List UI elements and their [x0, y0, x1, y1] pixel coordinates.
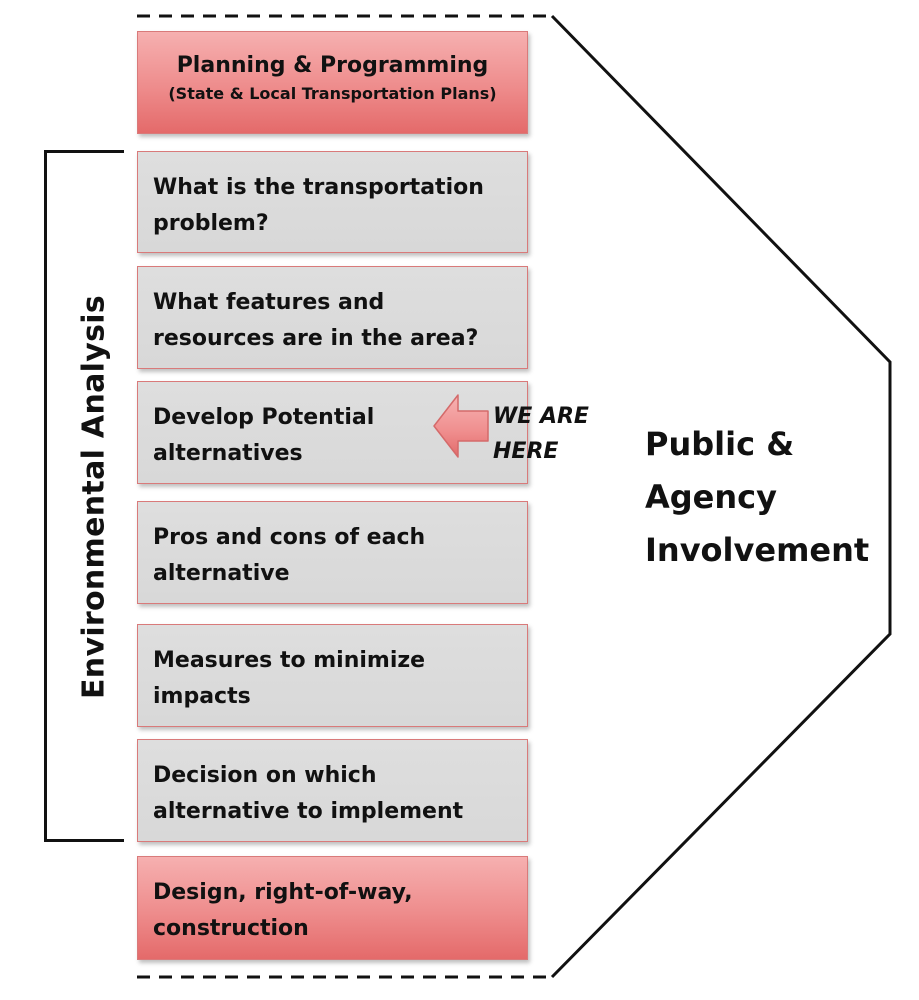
step-decision: Decision on which alternative to impleme…: [137, 739, 528, 842]
design-construction-box: Design, right-of-way, construction: [137, 856, 528, 960]
step-transportation-problem: What is the transportation problem?: [137, 151, 528, 253]
environmental-analysis-label: Environmental Analysis: [76, 295, 112, 699]
step-line: alternatives: [153, 441, 303, 466]
step-line: Measures to minimize: [153, 648, 426, 673]
left-arrow-icon: [433, 394, 489, 458]
outline-hexagon-edge: [550, 14, 892, 979]
design-line: construction: [153, 916, 309, 941]
marker-line: HERE: [493, 439, 559, 464]
step-develop-alternatives: Develop Potential alternatives: [137, 381, 528, 484]
planning-programming-box: Planning & Programming (State & Local Tr…: [137, 31, 528, 134]
step-line: What is the transportation: [153, 175, 484, 200]
public-line: Involvement: [645, 531, 870, 569]
step-line: Decision on which: [153, 763, 377, 788]
step-line: problem?: [153, 211, 269, 236]
step-line: Pros and cons of each: [153, 525, 426, 550]
public-line: Public &: [645, 425, 795, 463]
step-line: impacts: [153, 684, 251, 709]
step-line: alternative to implement: [153, 799, 464, 824]
step-minimize-impacts: Measures to minimize impacts: [137, 624, 528, 727]
step-line: resources are in the area?: [153, 326, 479, 351]
planning-title: Planning & Programming: [176, 53, 489, 78]
design-line: Design, right-of-way,: [153, 880, 413, 905]
step-line: alternative: [153, 561, 290, 586]
step-features-resources: What features and resources are in the a…: [137, 266, 528, 369]
public-agency-involvement-label: Public & Agency Involvement: [645, 418, 869, 577]
environmental-analysis-bracket: [44, 150, 124, 842]
step-line: What features and: [153, 290, 385, 315]
we-are-here-label: WE ARE HERE: [493, 399, 589, 469]
marker-line: WE ARE: [493, 404, 589, 429]
step-line: Develop Potential: [153, 405, 375, 430]
step-pros-cons: Pros and cons of each alternative: [137, 501, 528, 604]
planning-subtitle: (State & Local Transportation Plans): [168, 84, 497, 103]
public-line: Agency: [645, 478, 777, 516]
